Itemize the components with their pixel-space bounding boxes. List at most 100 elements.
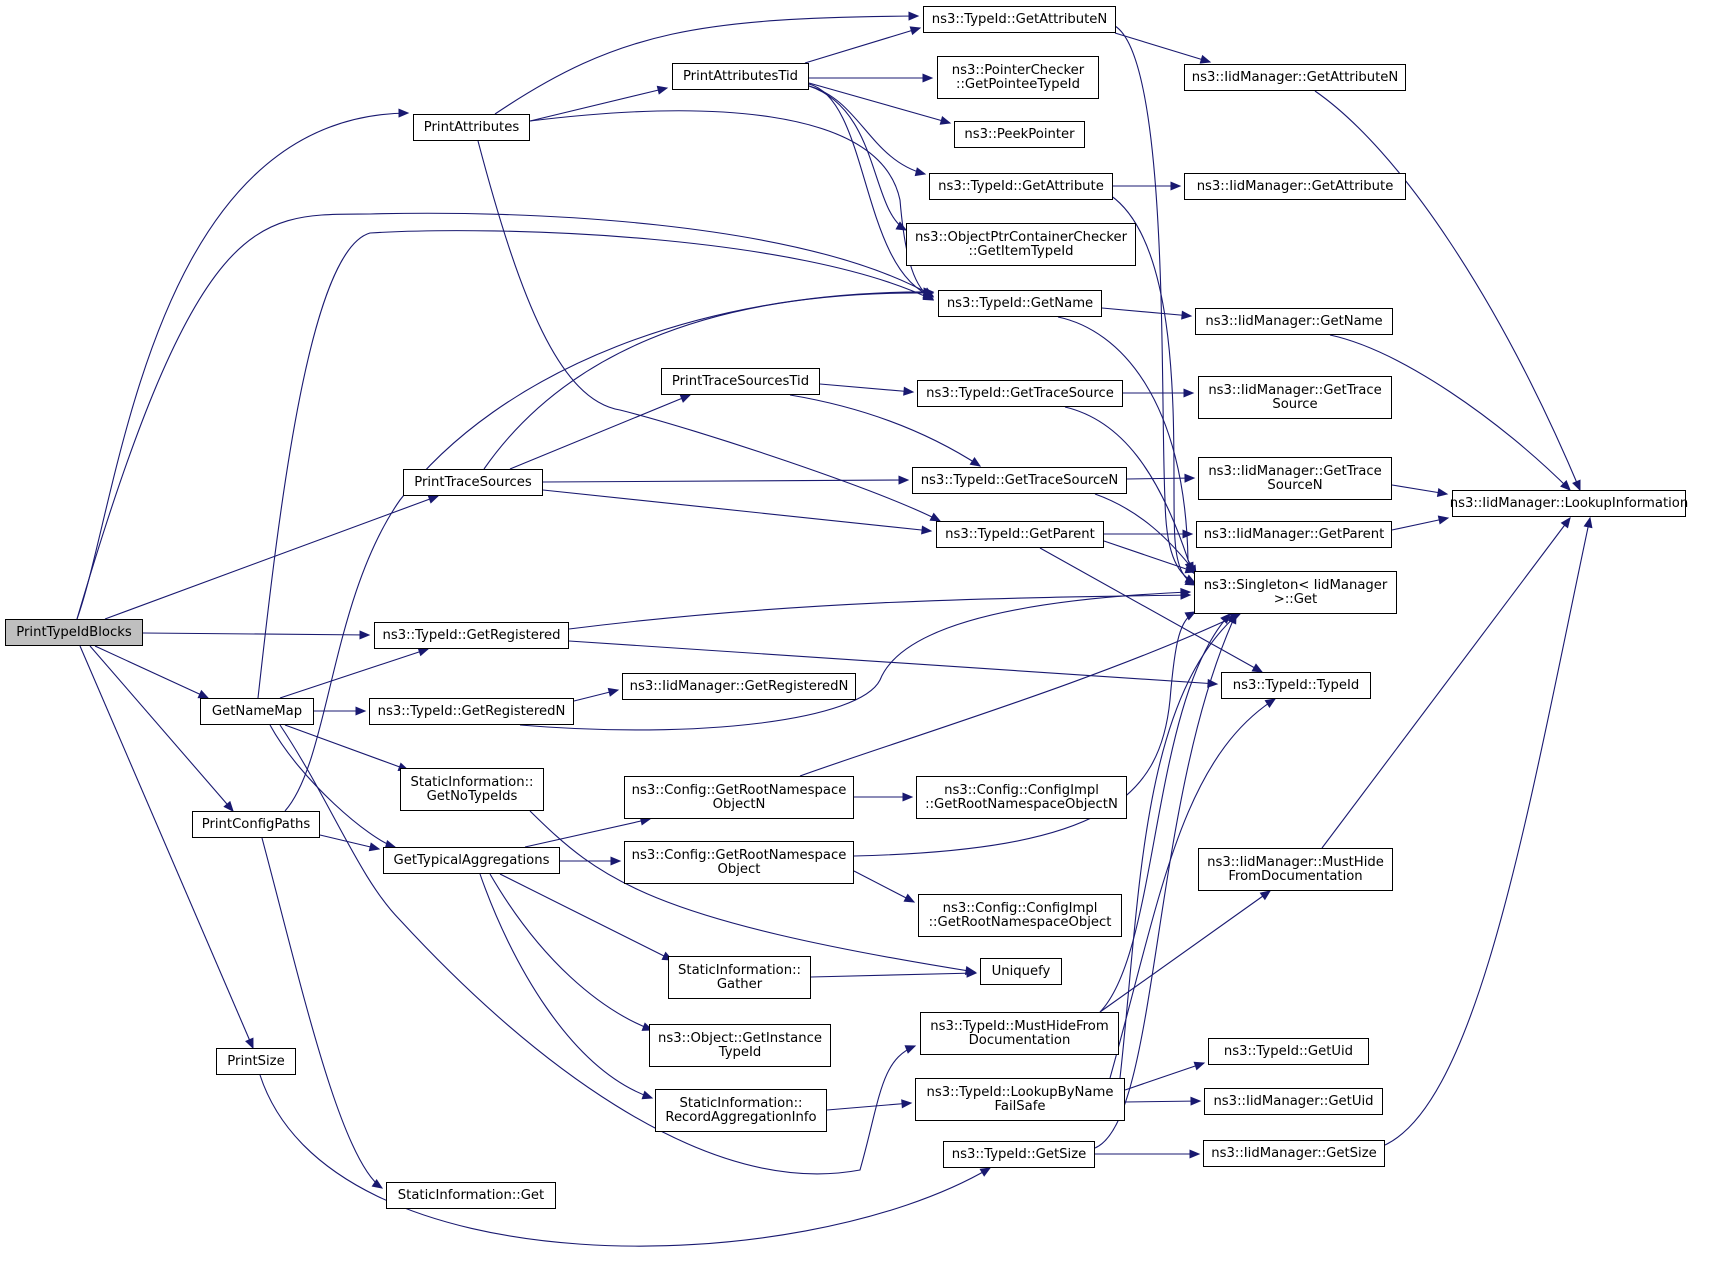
node-recordaggregationinfo[interactable]: StaticInformation::RecordAggregationInfo xyxy=(655,1089,827,1132)
node-iid-getattributen[interactable]: ns3::IidManager::GetAttributeN xyxy=(1184,64,1406,91)
edge-line xyxy=(279,648,429,699)
edge-gather-to-uniquefy xyxy=(810,968,978,978)
edge-line xyxy=(529,87,668,122)
node-iid-getattribute[interactable]: ns3::IidManager::GetAttribute xyxy=(1184,173,1406,200)
edge-line xyxy=(261,837,383,1189)
arrowhead xyxy=(371,1178,384,1189)
arrowhead xyxy=(1190,1096,1202,1106)
arrowhead xyxy=(1199,54,1212,64)
node-label-line: Source xyxy=(1272,396,1318,412)
edge-musthide_typeid-to-musthide_iid xyxy=(1099,890,1272,1013)
node-staticinfo-get[interactable]: StaticInformation::Get xyxy=(386,1182,556,1209)
node-getregisteredn[interactable]: ns3::TypeId::GetRegisteredN xyxy=(369,698,574,725)
node-uniquefy[interactable]: Uniquefy xyxy=(980,958,1062,985)
arrowhead xyxy=(1264,698,1277,708)
node-label-line: ns3::IidManager::GetAttributeN xyxy=(1191,69,1399,85)
edge-line xyxy=(319,834,380,850)
node-printconfigpaths[interactable]: PrintConfigPaths xyxy=(192,811,320,838)
node-iid-getsize[interactable]: ns3::IidManager::GetSize xyxy=(1203,1140,1385,1167)
node-typeid-typeid[interactable]: ns3::TypeId::TypeId xyxy=(1221,672,1371,699)
edge-getnamemap-to-getregistered xyxy=(279,647,430,699)
node-label-line: ns3::PeekPointer xyxy=(964,126,1075,142)
node-label-line: Documentation xyxy=(968,1032,1071,1048)
edge-printtracesources-to-getparent xyxy=(542,489,933,535)
node-peekpointer[interactable]: ns3::PeekPointer xyxy=(954,121,1085,148)
node-gather[interactable]: StaticInformation::Gather xyxy=(668,956,811,999)
node-printtracesourcestid[interactable]: PrintTraceSourcesTid xyxy=(661,368,820,395)
edge-gettypicalaggregations-to-recordaggregationinfo xyxy=(479,873,654,1100)
arrowhead xyxy=(903,893,916,903)
edge-line xyxy=(89,645,234,812)
node-getnamemap[interactable]: GetNameMap xyxy=(200,698,314,725)
edge-getnotypeids-to-uniquefy xyxy=(529,810,977,975)
edge-recordaggregationinfo-to-lookupbynamefailsafe xyxy=(826,1099,913,1111)
edge-line xyxy=(1124,1062,1205,1091)
node-label-line: PrintTraceSources xyxy=(414,474,532,490)
node-iid-getregisteredn[interactable]: ns3::IidManager::GetRegisteredN xyxy=(622,673,856,700)
edge-line xyxy=(853,870,915,903)
node-getname[interactable]: ns3::TypeId::GetName xyxy=(938,290,1102,317)
node-iid-getparent[interactable]: ns3::IidManager::GetParent xyxy=(1196,521,1392,548)
node-configimpl-getrootnsobject[interactable]: ns3::Config::ConfigImpl::GetRootNamespac… xyxy=(918,894,1122,937)
edge-printtypeidblocks-to-getname xyxy=(76,212,935,620)
edge-lookupbynamefailsafe-to-typeid_typeid xyxy=(1109,698,1277,1079)
node-configimpl-getrootnsobjectn[interactable]: ns3::Config::ConfigImpl::GetRootNamespac… xyxy=(916,776,1127,819)
node-printattributestid[interactable]: PrintAttributesTid xyxy=(672,63,809,90)
node-getnotypeids[interactable]: StaticInformation::GetNoTypeIds xyxy=(400,768,544,811)
node-label-line: ns3::TypeId::GetUid xyxy=(1223,1043,1354,1059)
node-gettracesource[interactable]: ns3::TypeId::GetTraceSource xyxy=(917,380,1123,407)
edge-printconfigpaths-to-getname xyxy=(284,287,935,812)
node-label-line: SourceN xyxy=(1267,477,1323,493)
node-typeid-getuid[interactable]: ns3::TypeId::GetUid xyxy=(1208,1038,1369,1065)
arrowhead xyxy=(355,706,367,716)
arrowhead xyxy=(1193,1061,1206,1071)
node-getattributen[interactable]: ns3::TypeId::GetAttributeN xyxy=(923,6,1116,33)
node-printsize[interactable]: PrintSize xyxy=(216,1048,296,1075)
node-label-line: GetNameMap xyxy=(211,703,303,719)
node-getregistered[interactable]: ns3::TypeId::GetRegistered xyxy=(374,622,569,649)
node-singleton-get[interactable]: ns3::Singleton< IidManager>::Get xyxy=(1194,571,1397,614)
node-label-line: Uniquefy xyxy=(991,963,1051,979)
edge-line xyxy=(810,972,977,978)
arrowhead xyxy=(1184,564,1197,574)
node-printtypeidblocks[interactable]: PrintTypeIdBlocks xyxy=(5,619,143,646)
node-label-line: GetNoTypeIds xyxy=(426,788,518,804)
node-pointerchecker[interactable]: ns3::PointerChecker::GetPointeeTypeId xyxy=(937,56,1099,99)
node-iid-getuid[interactable]: ns3::IidManager::GetUid xyxy=(1204,1088,1383,1115)
edge-line xyxy=(284,724,409,771)
arrowhead xyxy=(223,800,234,812)
node-gettypicalaggregations[interactable]: GetTypicalAggregations xyxy=(383,847,560,874)
node-label-line: FromDocumentation xyxy=(1228,868,1363,884)
node-lookupinformation[interactable]: ns3::IidManager::LookupInformation xyxy=(1450,490,1688,517)
node-objectptrcontainer[interactable]: ns3::ObjectPtrContainerChecker::GetItemT… xyxy=(906,223,1136,266)
edge-getnamemap-to-getname xyxy=(257,230,935,699)
edge-lookupbynamefailsafe-to-typeid_getuid xyxy=(1124,1061,1206,1091)
node-getsize[interactable]: ns3::TypeId::GetSize xyxy=(943,1141,1095,1168)
edge-getattribute-to-iid_getattribute xyxy=(1113,181,1182,191)
node-gettracesourcen[interactable]: ns3::TypeId::GetTraceSourceN xyxy=(912,467,1127,494)
node-printattributes[interactable]: PrintAttributes xyxy=(413,114,530,141)
node-label-line: ns3::TypeId::GetName xyxy=(946,295,1094,311)
node-printtracesources[interactable]: PrintTraceSources xyxy=(403,469,543,496)
arrowhead xyxy=(398,108,410,118)
edge-printtypeidblocks-to-printtracesources xyxy=(104,495,440,620)
node-iid-getname[interactable]: ns3::IidManager::GetName xyxy=(1195,308,1393,335)
node-label-line: PrintTypeIdBlocks xyxy=(16,624,132,640)
node-getattribute[interactable]: ns3::TypeId::GetAttribute xyxy=(929,173,1113,200)
node-getparent[interactable]: ns3::TypeId::GetParent xyxy=(936,521,1104,548)
edge-line xyxy=(1103,540,1196,573)
edge-getrootnsobjectn-to-configimpl_getrootnsobjectn xyxy=(854,792,914,802)
edge-line xyxy=(1099,890,1271,1013)
edge-line xyxy=(1314,90,1581,491)
node-label-line: ns3::TypeId::LookupByName xyxy=(926,1084,1114,1100)
edge-iid_getsize-to-lookupinformation xyxy=(1384,516,1593,1146)
node-label-line: PrintTraceSourcesTid xyxy=(671,373,810,389)
